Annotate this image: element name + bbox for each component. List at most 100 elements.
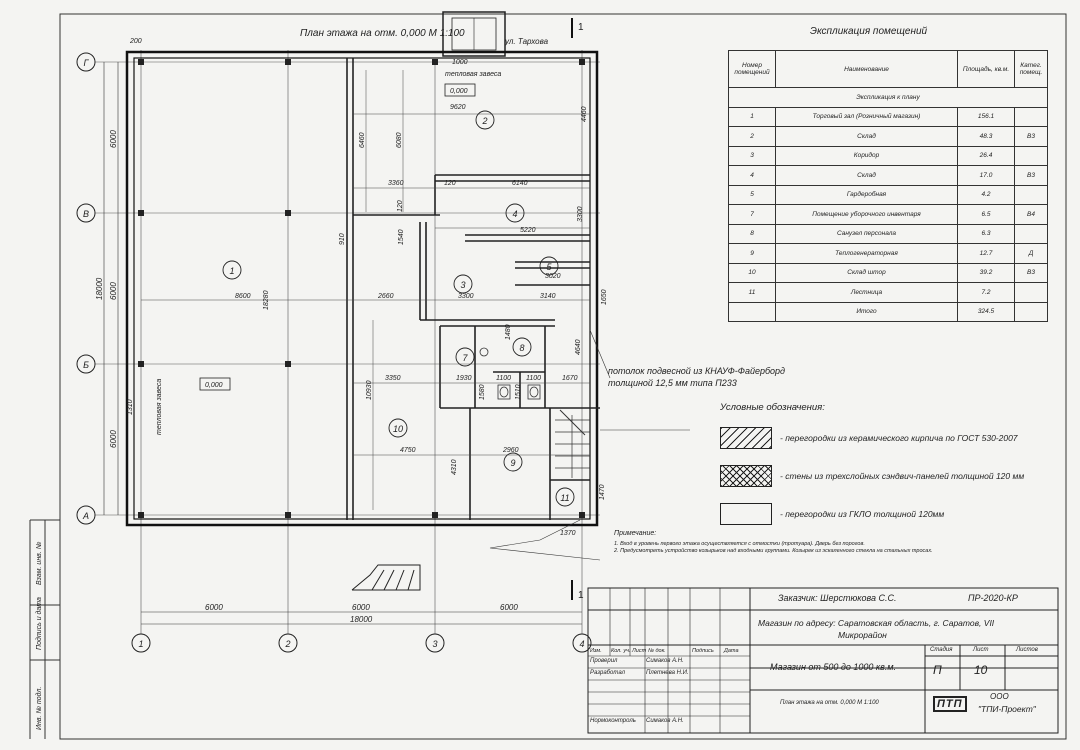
tb-role-dev: Разработал [590,670,625,676]
tb-head-date: Дата [724,648,739,654]
sheet-frame [29,13,1067,740]
plan-title: План этажа на отм. 0,000 М 1:100 [300,28,465,39]
dim-left-6000a: 6000 [109,130,118,148]
note-leader [489,519,601,561]
axis-label-v: В [83,209,89,219]
dim-1540: 1540 [398,229,405,245]
tb-head-doc: № док. [648,648,666,654]
dim-4310: 4310 [451,459,458,475]
explication-title: Экспликация помещений [810,26,928,37]
room-8: 8 [519,343,524,353]
dim-9620: 9620 [450,104,466,111]
side-labels: Взам. инв. № Подпись и дата Инв. № подл. [35,541,43,730]
title-block-lines [587,587,1059,734]
tb-address-2: Микрорайон [838,630,887,640]
dim-6140: 6140 [512,180,528,187]
side-label-inventory: Инв. № подл. [35,687,43,730]
dim-1650: 1650 [601,289,608,305]
axis-bubbles-bottom [131,633,592,653]
dim-2660: 2660 [377,293,394,300]
tb-role-check: Проверил [590,658,618,664]
dim-bottom-6000b: 6000 [352,603,370,612]
dim-4460: 4460 [581,106,588,122]
dim-1310: 1310 [127,399,134,415]
tb-sheet-label: Лист [973,647,989,653]
dim-2960: 2960 [502,447,519,454]
dim-bottom-6000c: 6000 [500,603,518,612]
legend-item-sandwich: - стены из трехслойных сэндвич-панелей т… [720,465,1060,487]
dim-3350: 3350 [385,375,401,382]
tb-person-check: Симаков А.Н. [646,658,684,664]
tb-head-kol: Кол. уч. [611,648,631,654]
tb-code: ПР-2020-КР [968,593,1018,603]
level-mark-2: 0,000 [205,382,223,389]
dim-910: 910 [339,233,346,245]
room-7: 7 [462,353,468,363]
tb-head-izm: Изм. [590,648,602,654]
thermal-curtain-left: тепловая завеса [156,379,163,435]
section-mark-bottom: 1 [578,590,584,601]
dim-1100b: 1100 [526,375,541,382]
columns [138,59,585,518]
axis-bubbles-left [76,52,96,525]
legend-item-brick: - перегородки из керамического кирпича п… [720,427,1060,449]
ceiling-note-line2: толщиной 12,5 мм типа П233 [608,378,737,388]
notes-title: Примечание: [614,530,657,537]
expl-head-number: Номер помещений [728,50,776,88]
dim-6080: 6080 [396,132,403,148]
dim-10930: 10930 [366,380,373,400]
axis-label-b: Б [83,360,89,370]
room-10: 10 [393,424,403,434]
sanitary-fixtures [479,347,541,400]
tb-stage: П [933,663,942,677]
ceiling-leader [589,329,611,379]
legend: Условные обозначения: - перегородки из к… [720,402,1060,541]
tb-head-list: Лист [632,648,647,654]
room-4: 4 [512,209,517,219]
level-mark-box-1 [444,83,476,97]
dim-1100a: 1100 [496,375,511,382]
dim-5220: 5220 [520,227,536,234]
dim-bottom-18000: 18000 [350,615,373,624]
dim-1470: 1470 [599,484,606,500]
thermal-curtain-top: тепловая завеса [445,71,501,78]
company-logo: ПТП [933,696,967,712]
dim-3300b: 3300 [458,293,474,300]
dim-left-18000: 18000 [95,277,104,300]
expl-head-area: Площадь, кв.м. [957,50,1015,88]
tb-drawing: План этажа на отм. 0,000 М 1:100 [780,700,879,706]
legend-title: Условные обозначения: [720,402,825,413]
dim-3020: 3020 [545,273,561,280]
axis-label-4: 4 [579,639,584,649]
dim-left-6000c: 6000 [109,430,118,448]
crosshatch-swatch [720,465,772,487]
explication-table: Номер помещений Наименование Площадь, кв… [728,50,1048,322]
axis-label-a: А [82,511,89,521]
level-mark-box-2 [199,377,231,391]
entrance-ramp [351,564,421,591]
tb-person-norm: Симаков А.Н. [646,718,684,724]
hatch-swatch [720,427,772,449]
stair [555,409,590,478]
section-mark-top: 1 [578,22,584,33]
dim-4750: 4750 [400,447,416,454]
dim-1370: 1370 [560,530,576,537]
room-3: 3 [460,280,465,290]
side-label-replace: Взам. инв. № [36,541,43,585]
dim-1000: 1000 [452,59,468,66]
tb-head-sign: Подпись [692,648,714,654]
dim-8600: 8600 [235,293,251,300]
axis-label-2: 2 [284,639,290,649]
notes: Примечание: 1. Вход в уровень первого эт… [614,530,944,555]
tb-org: "ТПИ-Проект" [978,704,1036,714]
